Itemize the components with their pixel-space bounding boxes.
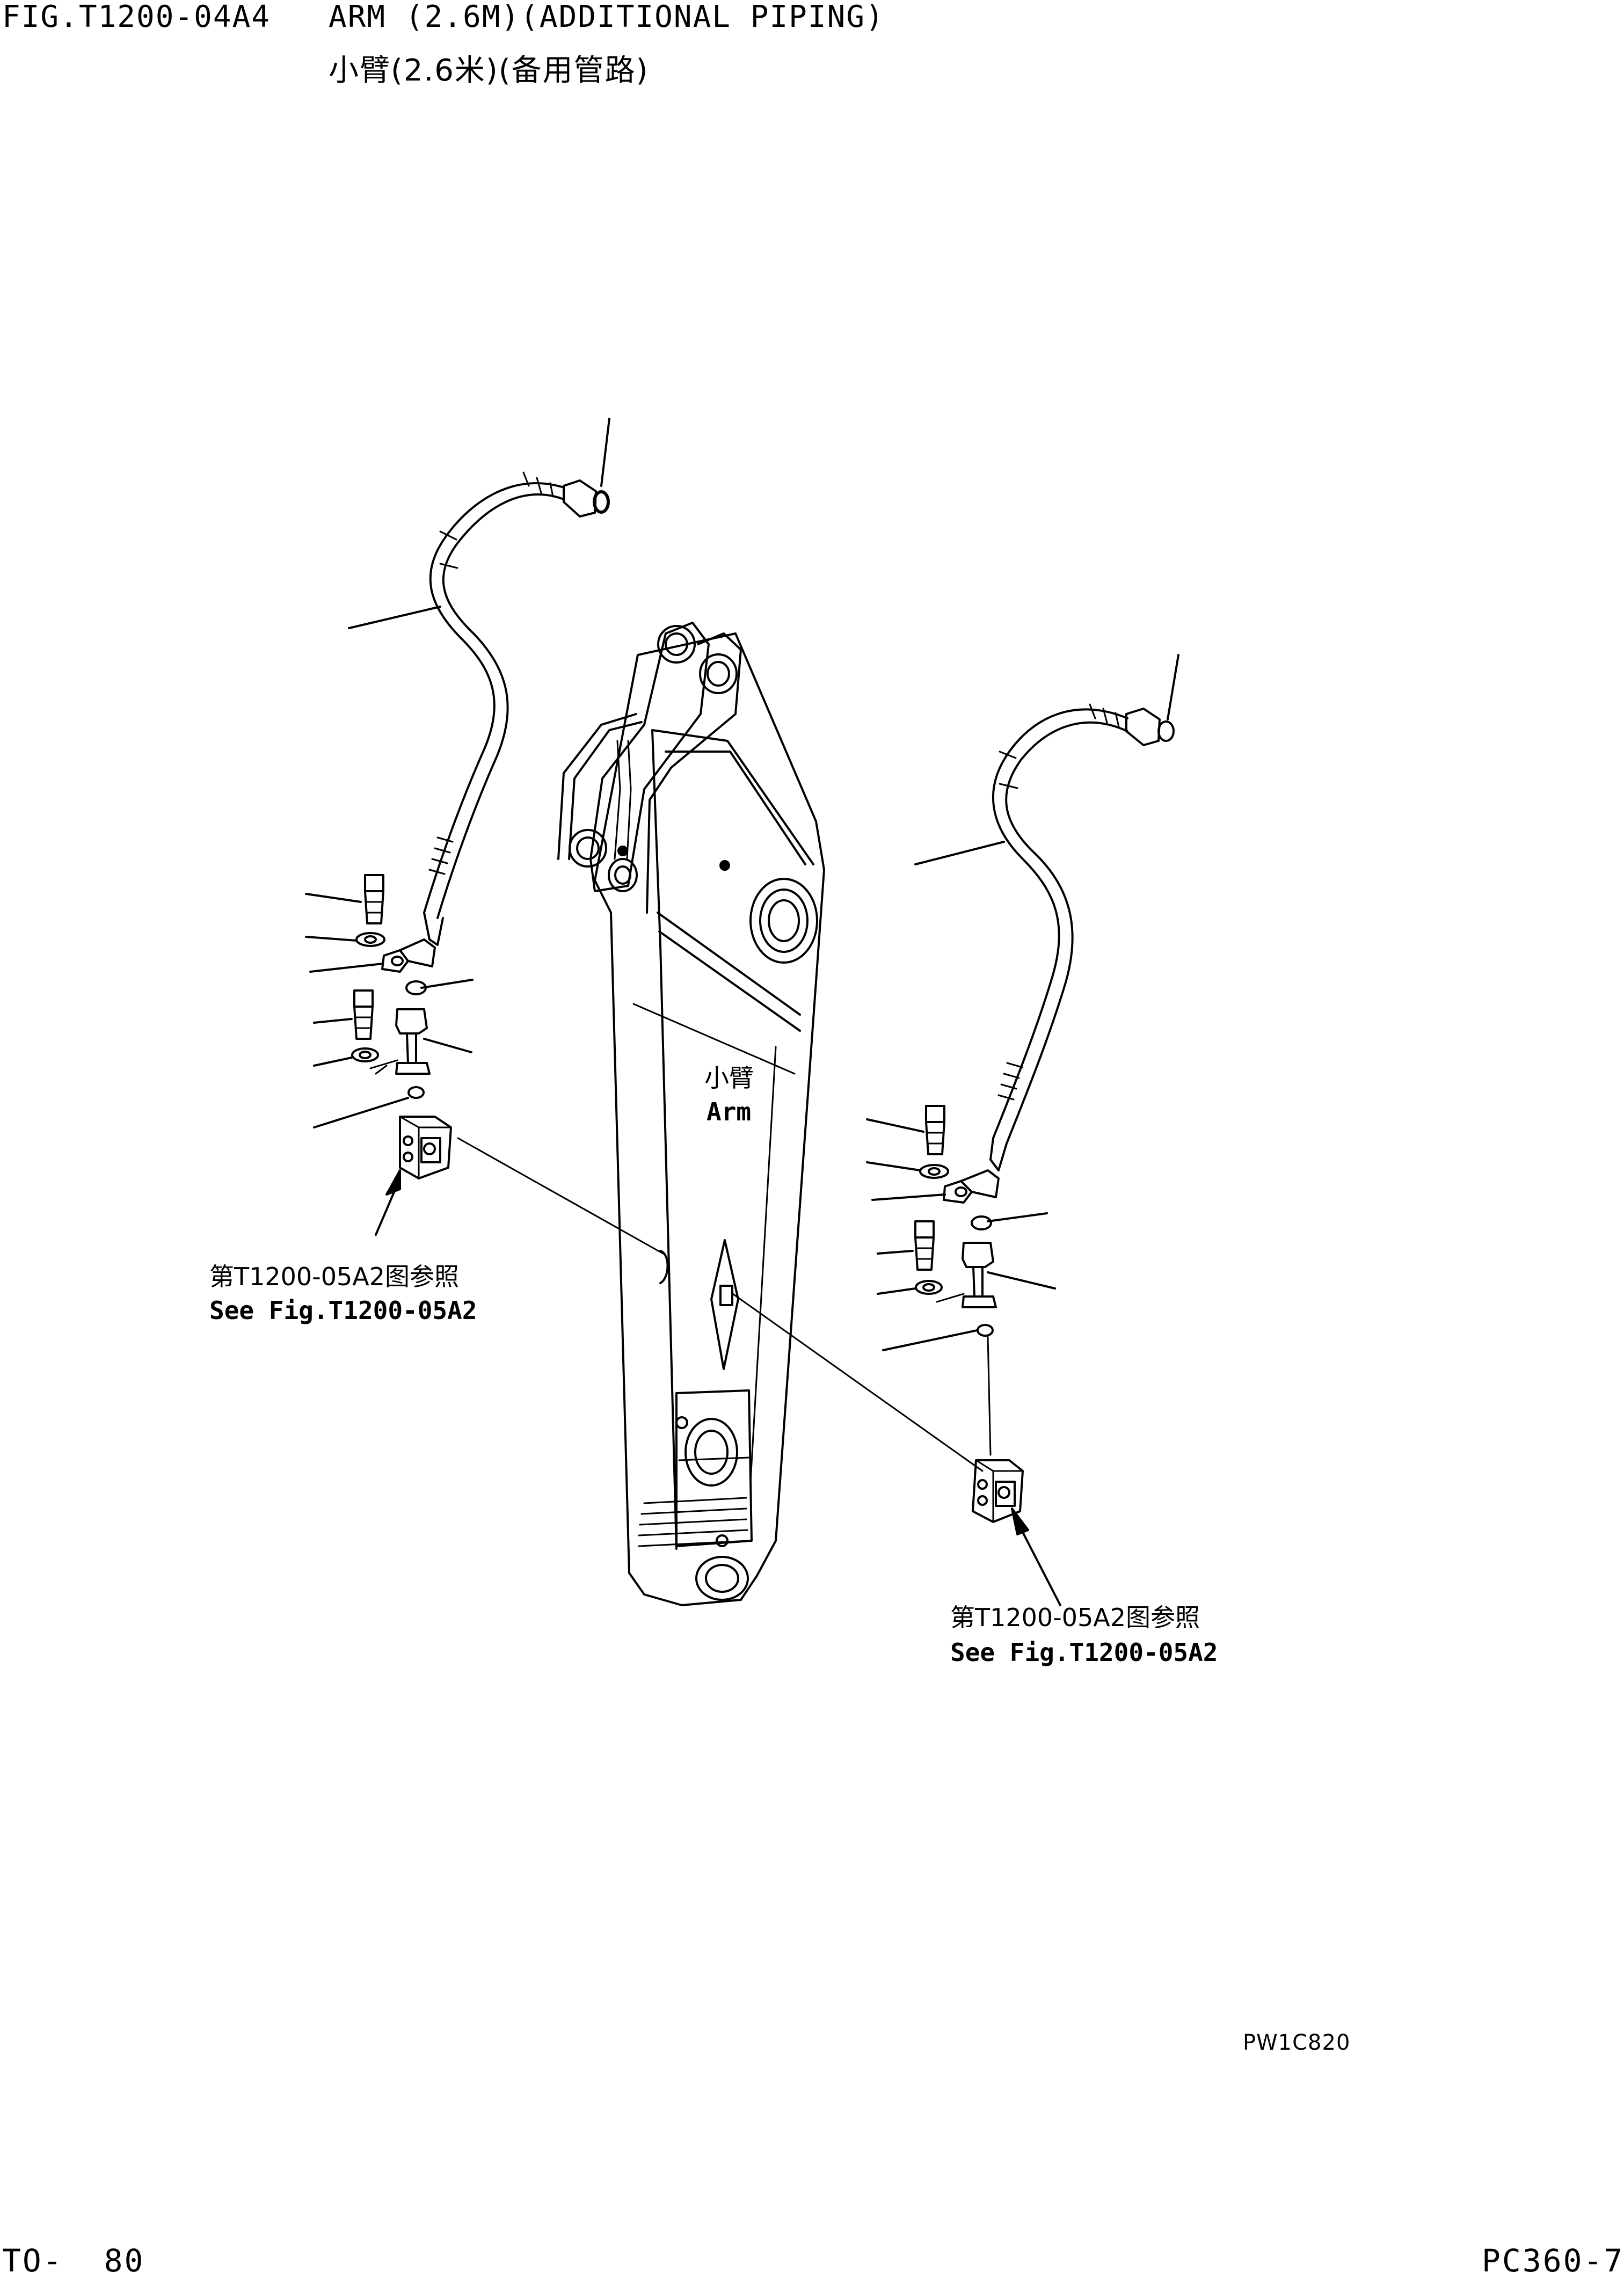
arm-label-en: Arm (707, 1097, 752, 1126)
arm-label-cn: 小臂 (704, 1064, 754, 1092)
left-leader-lines (305, 418, 610, 1128)
left-reference-en: See Fig.T1200-05A2 (209, 1296, 477, 1325)
right-reference-en: See Fig.T1200-05A2 (950, 1638, 1218, 1667)
figure-id: FIG.T1200-04A4 (2, 0, 271, 34)
right-pipe-route-line (732, 1293, 984, 1472)
right-ref-arrowhead (1011, 1507, 1029, 1535)
model-number: PC360-7 (1482, 2242, 1624, 2279)
left-pipe-route-line (457, 1137, 664, 1255)
left-hose-oring (593, 490, 610, 514)
right-fittings (914, 1105, 1024, 1523)
page-number: TO- 80 (2, 2242, 145, 2279)
left-hose (423, 471, 609, 946)
left-reference-cn: 第T1200-05A2图参照 (209, 1262, 460, 1291)
left-fittings (351, 874, 452, 1179)
right-leader-lines (866, 654, 1179, 1351)
arm-body (557, 622, 825, 1606)
figure-title-en: ARM (2.6M)(ADDITIONAL PIPING) (329, 0, 885, 34)
right-reference-cn: 第T1200-05A2图参照 (950, 1603, 1200, 1632)
right-hose-oring (1157, 720, 1175, 742)
right-hose (989, 703, 1161, 1171)
figure-title-cn: 小臂(2.6米)(备用管路) (329, 53, 649, 88)
left-ref-arrowhead (385, 1169, 401, 1196)
drawing-code: PW1C820 (1243, 2030, 1351, 2055)
